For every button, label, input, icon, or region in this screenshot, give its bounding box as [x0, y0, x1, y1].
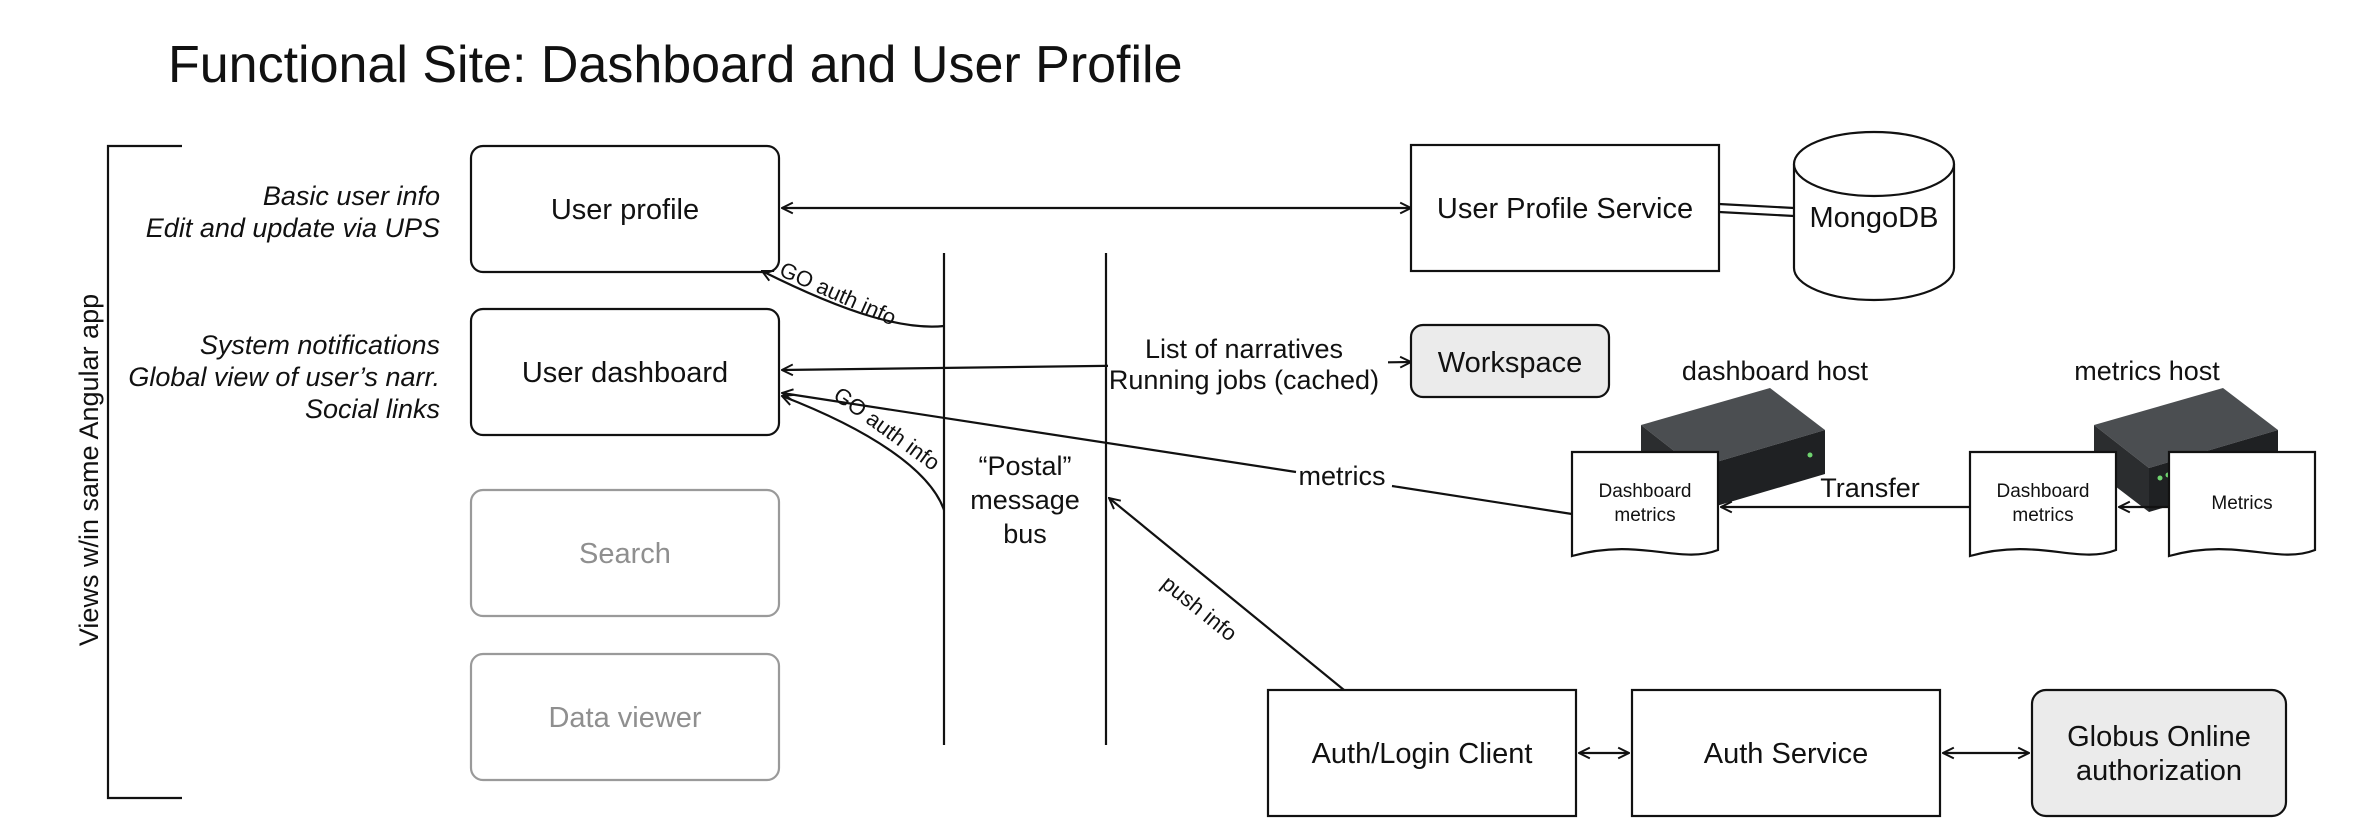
narratives-label-2: Running jobs (cached): [1109, 365, 1379, 395]
go-auth-arrow-dashboard: [782, 396, 946, 511]
push-info-arrow: [1109, 498, 1345, 691]
user-profile-service-box[interactable]: User Profile Service: [1409, 143, 1721, 273]
transfer-label: Transfer: [1820, 473, 1920, 503]
dashboard-metrics-doc-metrics-host[interactable]: Dashboard metrics: [1968, 450, 2118, 558]
ups-mongo-link-1: [1718, 202, 1795, 210]
note-system-notifications: System notifications: [200, 330, 440, 360]
auth-service-label: Auth Service: [1704, 738, 1868, 770]
user-dashboard-label: User dashboard: [522, 357, 728, 389]
dashboard-metrics-doc-host[interactable]: Dashboard metrics: [1570, 450, 1720, 558]
user-dashboard-box[interactable]: User dashboard: [469, 307, 781, 437]
bracket-label: Views w/in same Angular app: [74, 294, 104, 646]
mongodb-cylinder[interactable]: MongoDB: [1792, 130, 1956, 302]
auth-login-client-label: Auth/Login Client: [1312, 738, 1533, 770]
metrics-arrow-part1: [782, 393, 1297, 474]
workspace-box[interactable]: Workspace: [1409, 323, 1611, 399]
workspace-label: Workspace: [1438, 347, 1583, 379]
go-auth-label-profile: GO auth info: [776, 257, 900, 331]
metrics-edge-label: metrics: [1299, 461, 1386, 491]
user-profile-service-label: User Profile Service: [1437, 193, 1693, 225]
note-basic-user-info: Basic user info: [263, 181, 440, 211]
ups-mongo-link-2: [1718, 210, 1795, 218]
note-edit-update: Edit and update via UPS: [146, 213, 440, 243]
data-viewer-box[interactable]: Data viewer: [469, 652, 781, 782]
globus-label-1: Globus Online: [2067, 721, 2251, 753]
note-social-links: Social links: [305, 394, 440, 424]
dashboard-metrics-label-1: Dashboard: [1599, 481, 1692, 502]
search-label: Search: [579, 538, 671, 570]
profile-notes: Basic user info Edit and update via UPS: [146, 181, 440, 243]
globus-label-2: authorization: [2076, 755, 2242, 787]
narratives-label-bg: [1108, 333, 1388, 397]
metrics-arrow-part2: [1391, 484, 1573, 516]
dashboard-metrics-label-3: Dashboard: [1997, 481, 2090, 502]
narratives-label-1: List of narratives: [1145, 334, 1343, 364]
message-bus-label: “Postal” message bus: [970, 451, 1080, 549]
user-profile-box[interactable]: User profile: [469, 144, 781, 274]
push-info-label: push info: [1157, 570, 1242, 646]
data-viewer-label: Data viewer: [548, 702, 701, 734]
auth-login-client-box[interactable]: Auth/Login Client: [1266, 688, 1578, 818]
mongodb-label: MongoDB: [1810, 202, 1939, 234]
dashboard-notes: System notifications Global view of user…: [128, 330, 440, 424]
globus-online-box[interactable]: Globus Online authorization: [2030, 688, 2288, 818]
go-auth-arrow-profile: [762, 270, 945, 328]
dashboard-metrics-label-4: metrics: [2012, 505, 2073, 526]
bus-label-2: message: [970, 485, 1080, 515]
dashboard-host-label: dashboard host: [1682, 356, 1869, 386]
metrics-host-label: metrics host: [2074, 356, 2220, 386]
metrics-doc[interactable]: Metrics: [2167, 450, 2317, 558]
dashboard-metrics-label-2: metrics: [1614, 505, 1675, 526]
page-title: Functional Site: Dashboard and User Prof…: [168, 36, 1183, 94]
metrics-doc-label: Metrics: [2211, 493, 2272, 514]
user-profile-label: User profile: [551, 194, 699, 226]
bus-label-1: “Postal”: [978, 451, 1071, 481]
views-bracket: [106, 144, 182, 800]
note-global-view: Global view of user’s narr.: [128, 362, 440, 392]
go-auth-label-dashboard: GO auth info: [829, 382, 945, 476]
auth-service-box[interactable]: Auth Service: [1630, 688, 1942, 818]
search-box[interactable]: Search: [469, 488, 781, 618]
bus-label-3: bus: [1003, 519, 1047, 549]
